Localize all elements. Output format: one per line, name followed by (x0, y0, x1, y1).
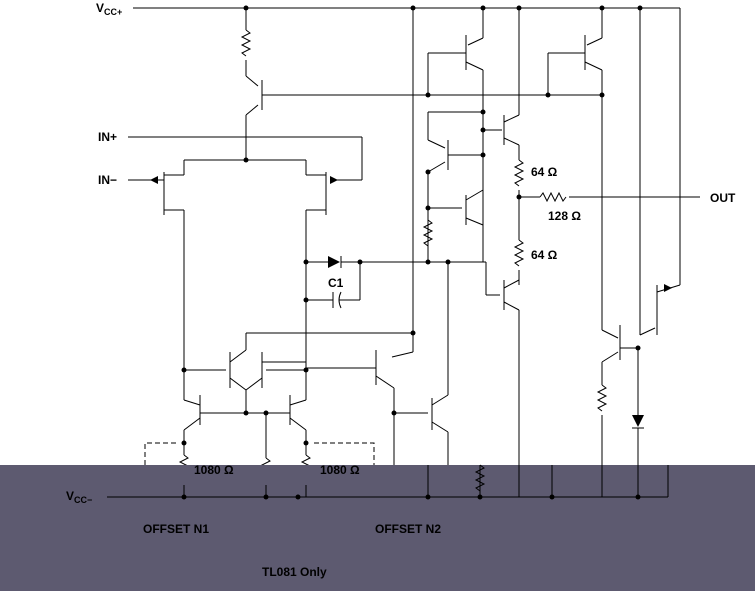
offset-n2-label: OFFSET N2 (375, 522, 441, 536)
in-minus-label: IN− (98, 173, 117, 187)
output-stage (423, 8, 700, 465)
r1080-left-label: 1080 Ω (194, 463, 234, 477)
tl081-only-label: TL081 Only (262, 565, 327, 579)
r64-top-label: 64 Ω (531, 165, 558, 179)
labels: VCC+ IN+ IN− OUT 64 Ω 128 Ω 64 Ω C1 1080… (66, 1, 736, 579)
r1080-right-label: 1080 Ω (320, 463, 360, 477)
input-stage (128, 136, 363, 373)
bias-network (545, 8, 681, 465)
vcc-minus-label: VCC− (66, 489, 92, 505)
vcc-plus-rail (133, 5, 680, 11)
vcc-plus-label: VCC+ (96, 1, 122, 17)
in-plus-label: IN+ (98, 130, 117, 144)
current-mirror (179, 330, 416, 485)
offset-n1-label: OFFSET N1 (143, 522, 209, 536)
r128-label: 128 Ω (548, 209, 581, 223)
r64-bottom-label: 64 Ω (531, 248, 558, 262)
second-stage (306, 8, 449, 465)
c1-label: C1 (328, 276, 344, 290)
out-label: OUT (710, 191, 736, 205)
vcc-minus-rail (107, 464, 669, 500)
bottom-band (0, 465, 755, 591)
